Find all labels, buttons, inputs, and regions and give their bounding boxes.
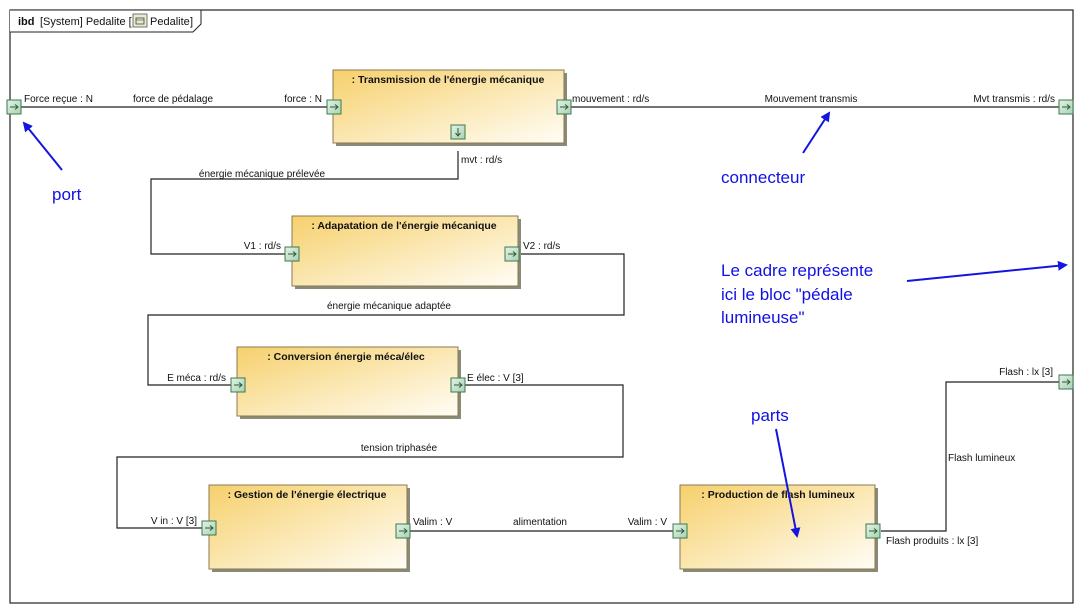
arrow-down-icon [455, 128, 461, 137]
port-label: Mvt transmis : rd/s [973, 94, 1055, 105]
frame-block-name: Pedalite [150, 16, 190, 28]
part-title: : Production de flash lumineux [701, 489, 855, 501]
port-gest-out[interactable] [395, 523, 411, 539]
port-label: Force reçue : N [24, 94, 93, 105]
connector-annotation-arrow [802, 111, 831, 154]
arrow-right-icon [288, 251, 297, 257]
port-label: Valim : V [628, 517, 668, 528]
arrow-right-icon [1062, 379, 1071, 385]
connector-label: énergie mécanique prélevée [199, 169, 326, 180]
connector-label: énergie mécanique adaptée [327, 301, 451, 312]
port-adapt-out[interactable] [504, 246, 520, 262]
port-conv-in[interactable] [230, 377, 246, 393]
annotation-parts: parts [751, 406, 789, 425]
part-title: : Transmission de l'énergie mécanique [352, 74, 545, 86]
parts-annotation-arrow [775, 428, 801, 538]
connector-label: Flash lumineux [948, 453, 1015, 464]
annotation-cadre-line2: ici le bloc "pédale [721, 285, 853, 304]
port-frame-in[interactable] [6, 99, 22, 115]
frame-tab [10, 9, 202, 33]
port-label: E élec : V [3] [467, 373, 524, 384]
arrow-right-icon [234, 382, 243, 388]
annotation-connecteur: connecteur [721, 168, 805, 187]
port-label: Flash : lx [3] [999, 367, 1053, 378]
port-trans-down[interactable] [450, 124, 466, 140]
arrow-right-icon [508, 251, 517, 257]
arrow-right-icon [399, 528, 408, 534]
connector-flash-lumineux[interactable] [881, 381, 1060, 532]
frame-closing: ] [190, 16, 193, 28]
arrow-right-icon [869, 528, 878, 534]
annotation-cadre-line3: lumineuse" [721, 308, 805, 327]
part-adaptation[interactable]: : Adapatation de l'énergie mécanique [291, 215, 521, 289]
frame-annotation-arrow [906, 260, 1068, 282]
arrow-right-icon [676, 528, 685, 534]
port-label: mvt : rd/s [461, 155, 502, 166]
connector-label: tension triphasée [361, 443, 438, 454]
frame-kind: ibd [18, 16, 35, 28]
annotation-port: port [52, 185, 82, 204]
connector-label: alimentation [513, 517, 567, 528]
connector-energie-adaptee[interactable] [147, 253, 625, 386]
arrow-right-icon [454, 382, 463, 388]
port-label: Valim : V [413, 517, 453, 528]
part-production[interactable]: : Production de flash lumineux [679, 484, 878, 572]
port-trans-out[interactable] [556, 99, 572, 115]
ports [6, 99, 1074, 539]
part-conversion[interactable]: : Conversion énergie méca/élec [236, 346, 461, 419]
connector-label: Mouvement transmis [765, 94, 858, 105]
connector-energie-prelevee[interactable] [150, 151, 459, 255]
port-label: mouvement : rd/s [572, 94, 649, 105]
annotation-cadre-line1: Le cadre représente [721, 261, 873, 280]
part-transmission[interactable]: : Transmission de l'énergie mécanique [332, 69, 567, 146]
system-frame: ibd [System] Pedalite [ Pedalite ] [9, 9, 1074, 604]
port-adapt-in[interactable] [284, 246, 300, 262]
port-label: E méca : rd/s [167, 373, 226, 384]
port-frame-out-mvt[interactable] [1058, 99, 1074, 115]
part-gestion[interactable]: : Gestion de l'énergie électrique [208, 484, 410, 572]
port-prod-in[interactable] [672, 523, 688, 539]
frame-context: [System] Pedalite [ [40, 16, 132, 28]
part-title: : Conversion énergie méca/élec [267, 351, 425, 363]
port-annotation-arrow [22, 121, 63, 171]
port-prod-out[interactable] [865, 523, 881, 539]
port-frame-out-flash[interactable] [1058, 374, 1074, 390]
connectors [21, 106, 1060, 532]
part-title: : Gestion de l'énergie électrique [228, 489, 387, 501]
arrow-right-icon [10, 104, 19, 110]
block-icon [132, 13, 148, 28]
port-trans-in[interactable] [326, 99, 342, 115]
arrow-right-icon [560, 104, 569, 110]
connector-label: force de pédalage [133, 94, 214, 105]
port-label: V2 : rd/s [523, 241, 560, 252]
port-conv-out[interactable] [450, 377, 466, 393]
arrow-right-icon [205, 525, 214, 531]
part-title: : Adapatation de l'énergie mécanique [311, 220, 496, 232]
arrow-right-icon [1062, 104, 1071, 110]
port-label: Flash produits : lx [3] [886, 536, 978, 547]
port-label: V1 : rd/s [244, 241, 281, 252]
connector-tension-triphasee[interactable] [116, 384, 624, 529]
port-gest-in[interactable] [201, 520, 217, 536]
port-label: V in : V [3] [151, 516, 197, 527]
port-label: force : N [284, 94, 322, 105]
frame-border [9, 9, 1074, 604]
arrow-right-icon [330, 104, 339, 110]
port-labels: Force reçue : N force : N mouvement : rd… [24, 94, 1055, 547]
annotations: port connecteur Le cadre représente ici … [22, 111, 1068, 538]
connector-labels: force de pédalage Mouvement transmis éne… [133, 94, 1015, 528]
